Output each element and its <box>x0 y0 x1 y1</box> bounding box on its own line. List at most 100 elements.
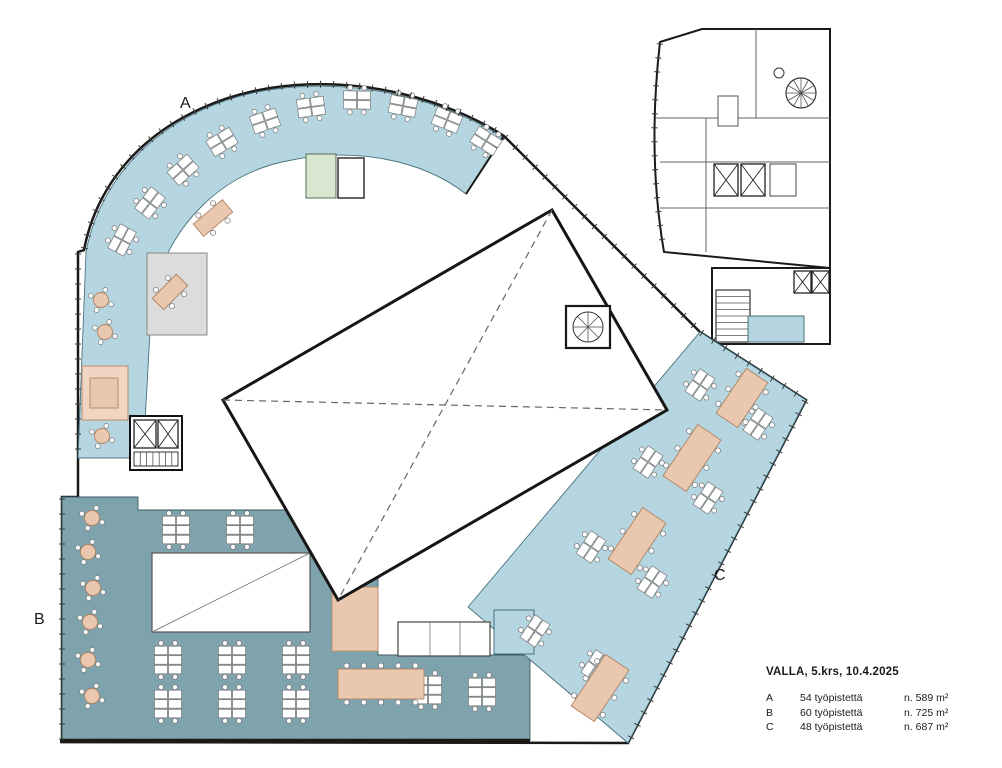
desk <box>468 687 482 697</box>
desk-cluster <box>691 481 725 515</box>
chair <box>762 389 769 396</box>
desk <box>282 664 296 675</box>
chair <box>172 674 178 680</box>
chair <box>525 615 532 622</box>
chair <box>82 629 89 635</box>
chair <box>100 589 106 596</box>
table-top <box>82 614 98 630</box>
inner-room-white <box>337 157 365 199</box>
facade-tick <box>192 108 197 115</box>
facade-tick <box>433 99 438 107</box>
fan-spoke <box>787 85 802 94</box>
desk <box>142 186 159 203</box>
chair <box>674 445 681 452</box>
desk <box>692 368 708 385</box>
meeting-table <box>570 653 630 723</box>
desk <box>282 655 296 665</box>
facade-tick <box>87 221 95 225</box>
chair <box>360 109 367 116</box>
chair <box>158 640 164 646</box>
desk <box>750 424 766 441</box>
chair <box>300 684 306 690</box>
desk-cluster <box>468 672 496 712</box>
facade-tick <box>666 660 673 665</box>
desk <box>162 534 176 545</box>
chair <box>222 684 228 690</box>
chair <box>84 703 91 709</box>
facade-tick <box>138 144 144 151</box>
facade-tick <box>763 474 770 479</box>
facade-tick <box>655 210 662 213</box>
chair <box>660 530 666 537</box>
facade-tick <box>746 360 752 367</box>
chair <box>360 699 367 706</box>
desk <box>232 689 246 700</box>
desk <box>232 708 246 719</box>
chair <box>752 404 759 411</box>
round-table <box>77 609 103 635</box>
desk <box>232 645 246 656</box>
desk <box>309 95 325 107</box>
facade-tick <box>502 134 509 141</box>
desk <box>240 525 254 535</box>
facade-tick <box>293 81 296 89</box>
facade-tick <box>469 114 474 122</box>
desk <box>482 687 496 697</box>
desk <box>113 223 129 240</box>
facade-tick <box>658 238 666 241</box>
chair <box>608 545 614 552</box>
annex-shaft <box>769 163 797 197</box>
desk <box>251 121 268 135</box>
fan-spoke <box>800 92 815 101</box>
desk <box>636 576 652 594</box>
legend-area-a: n. 589 m² <box>904 692 949 704</box>
chair <box>642 566 649 573</box>
table-top <box>192 199 234 237</box>
chair <box>574 543 580 549</box>
chair <box>109 437 115 444</box>
chair <box>769 422 775 428</box>
zone-label-b: B <box>34 611 45 628</box>
round-table <box>92 319 118 345</box>
desk-cluster <box>342 84 372 116</box>
desk <box>356 100 371 110</box>
facade-tick <box>680 312 687 319</box>
facade-tick <box>788 424 796 429</box>
chair <box>75 652 81 659</box>
facade-tick <box>655 57 662 59</box>
desk <box>296 664 310 675</box>
desk-cluster <box>166 153 200 187</box>
round-table <box>80 575 106 601</box>
chair <box>180 544 186 550</box>
desk <box>154 645 168 656</box>
chair <box>470 144 477 151</box>
chair <box>631 458 637 464</box>
facade-tick <box>679 635 686 640</box>
desk <box>168 689 182 700</box>
chair <box>152 286 159 293</box>
facade-tick <box>724 548 732 553</box>
annex-building <box>653 28 831 345</box>
chair <box>343 662 350 669</box>
chair <box>84 525 91 531</box>
facade-tick <box>481 120 486 128</box>
chair <box>219 153 226 159</box>
chair <box>244 510 250 516</box>
facade-tick <box>656 43 663 45</box>
chair <box>611 694 618 701</box>
meeting-table <box>662 423 722 493</box>
chair <box>236 718 242 724</box>
inner-room-green <box>305 153 337 199</box>
facade-tick <box>611 243 618 250</box>
facade-tick <box>656 224 664 227</box>
desk <box>222 134 239 150</box>
chair <box>300 674 306 680</box>
facade-tick <box>280 82 283 90</box>
desk <box>168 645 182 656</box>
round-table <box>79 505 105 531</box>
facade-tick <box>409 92 412 100</box>
chair <box>378 662 384 669</box>
legend-workstations-c: 48 työpistettä <box>800 721 863 733</box>
desk-cluster <box>387 89 419 123</box>
chair <box>79 510 85 517</box>
